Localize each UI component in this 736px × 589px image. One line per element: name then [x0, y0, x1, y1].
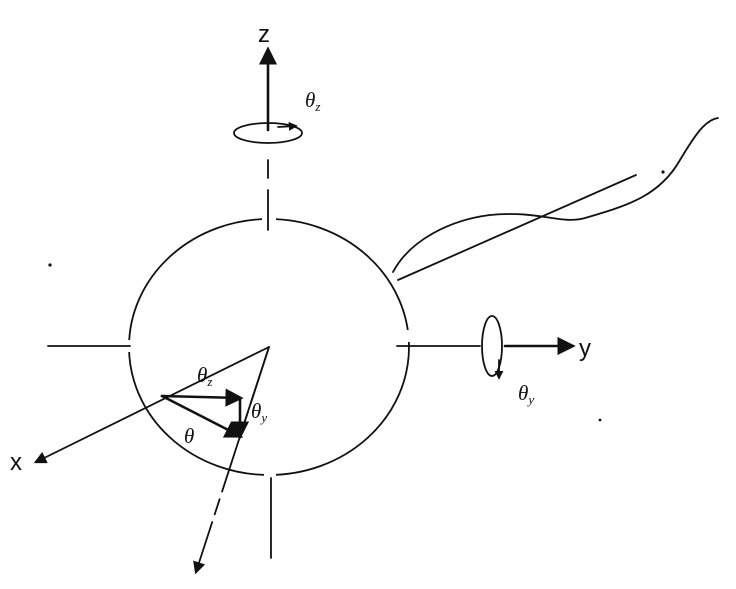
- theta-y-triangle-subscript: y: [259, 410, 267, 425]
- theta-triangle-label: θ: [184, 424, 194, 448]
- x-axis-label: x: [10, 449, 22, 476]
- rod-line: [397, 174, 637, 281]
- stray-dot: [48, 263, 52, 267]
- z-axis-label: z: [258, 21, 270, 48]
- cone-line: [239, 346, 270, 437]
- theta-y-triangle-label: θy: [251, 399, 267, 425]
- theta-y-label: θy: [518, 381, 534, 407]
- theta-z-subscript: z: [314, 99, 320, 114]
- theta-y-triangle-symbol: θ: [251, 399, 261, 423]
- y-axis-label: y: [579, 335, 591, 362]
- sphere-gap-bottom: [264, 469, 276, 479]
- theta-z-label: θz: [305, 88, 320, 114]
- sphere-gap-top: [262, 214, 276, 224]
- x-axis-arrow: [33, 346, 270, 464]
- theta-y-symbol: θ: [518, 381, 528, 405]
- sphere-gap-right: [404, 330, 414, 342]
- theta-y-subscript: y: [526, 392, 534, 407]
- theta-z-rotation-arrow: [277, 121, 298, 131]
- theta-z-component-arrow: [160, 388, 244, 407]
- theta-y-rotation-loop: [481, 315, 503, 377]
- theta-resultant-arrow: [160, 394, 244, 438]
- theta-z-rotation-loop: [233, 122, 303, 144]
- theta-z-triangle-subscript: z: [206, 374, 212, 389]
- wavy-cable: [392, 117, 719, 273]
- theta-z-triangle-symbol: θ: [197, 363, 207, 387]
- theta-z-triangle-label: θz: [197, 363, 212, 389]
- theta-z-symbol: θ: [305, 88, 315, 112]
- stray-dot: [661, 170, 665, 174]
- stray-dot: [598, 418, 602, 422]
